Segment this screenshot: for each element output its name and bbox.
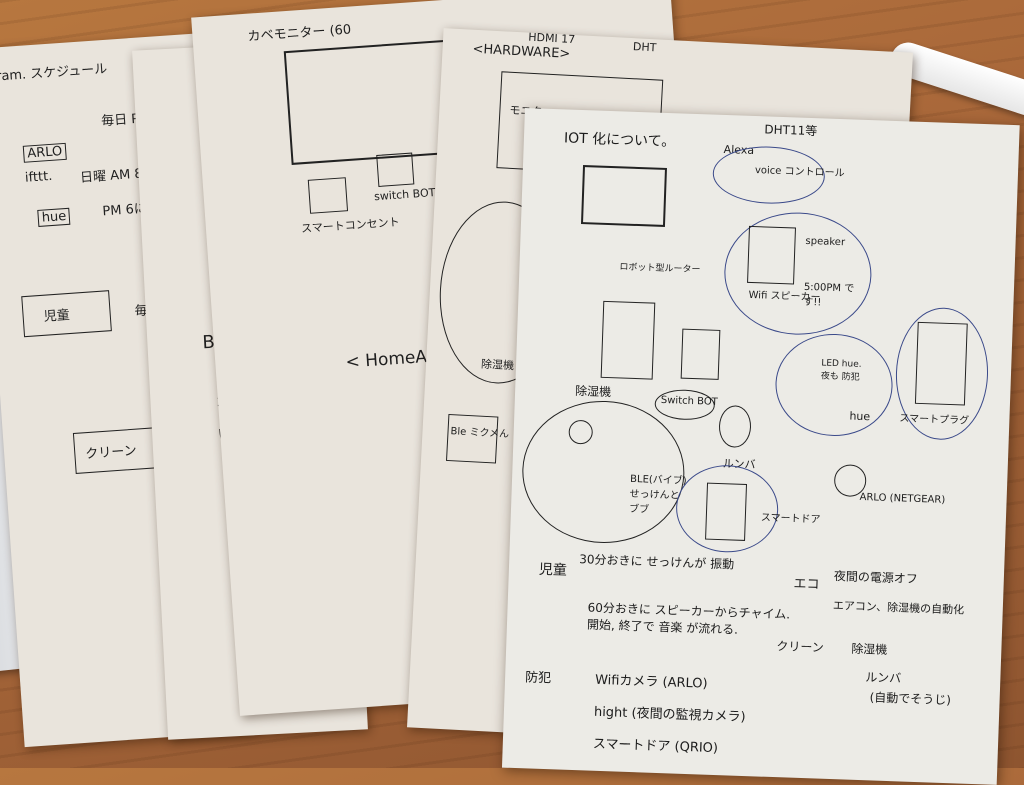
paper-text: hue [37, 207, 71, 227]
dht-label: DHT11等 [764, 122, 818, 139]
switchbot-sketch [376, 152, 415, 187]
paper-text: switch BOT [373, 186, 436, 204]
smartplug-drawing [914, 321, 968, 406]
switchbot-label: Switch BOT [660, 394, 718, 408]
paper-text: gram. スケジュール [0, 61, 108, 86]
smart-plug-sketch [307, 177, 349, 214]
dehumidifier-drawing [600, 300, 656, 380]
voice-label: voice コントロール [754, 165, 845, 180]
paper-text: カベモニター (60 [247, 22, 352, 45]
paper-text: ifttt. [24, 168, 53, 186]
hue-outline [773, 331, 895, 438]
dehumidifier-label: 除湿機 [574, 383, 612, 400]
eco-note-1: 夜間の電源オフ [833, 569, 919, 586]
clean-note-1: 除湿機 [851, 641, 888, 657]
speaker-label: speaker [805, 235, 846, 249]
speaker-outline [722, 210, 874, 338]
front-iot-sheet: IOT 化について。 Alexa DHT11等 voice コントロール spe… [501, 108, 1020, 785]
paper-text: < HomeAs [344, 346, 437, 373]
led-hue-label: LED hue. 夜も 防犯 [820, 358, 862, 383]
security-note-3: スマートドア (QRIO) [592, 736, 719, 757]
eco-label: エコ [793, 576, 820, 593]
speaker-drawing [747, 225, 796, 285]
paper-text: Ble ミクメん [450, 426, 510, 441]
arlo-label: ARLO (NETGEAR) [859, 491, 946, 506]
door-drawing [705, 482, 748, 541]
smartplug-label: スマートプラグ [899, 413, 970, 427]
security-note-1: Wifiカメラ (ARLO) [594, 672, 708, 692]
paper-text: スマートコンセント [300, 215, 401, 236]
clean-label: クリーン [776, 639, 824, 655]
eco-note-2: エアコン、除湿機の自動化 [832, 599, 965, 617]
monitor-drawing [580, 165, 667, 227]
child-note-1: 30分おきに せっけんが 振動 [579, 552, 735, 572]
clean-note-2: ルンバ [865, 670, 902, 686]
paper-text: 児童 [21, 290, 112, 338]
paper-text: HDMI 17 [527, 30, 576, 47]
child-label: 児童 [538, 561, 568, 579]
speaker-note: 5:00PM です!! [803, 281, 855, 309]
hue-label: hue [849, 409, 871, 424]
security-note-2: hight (夜間の監視カメラ) [593, 704, 746, 726]
sheet-heading: IOT 化について。 [563, 130, 676, 151]
roomba-drawing [718, 404, 752, 449]
router-label: ロボット型ルーター [619, 262, 701, 276]
smart-door-label: スマートドア [760, 512, 821, 526]
paper-text: ARLO [22, 142, 67, 163]
security-label: 防犯 [524, 670, 552, 687]
switch-device-drawing [680, 328, 721, 380]
paper-text: DHT [632, 40, 657, 55]
clean-note-3: (自動でそうじ) [869, 690, 952, 708]
